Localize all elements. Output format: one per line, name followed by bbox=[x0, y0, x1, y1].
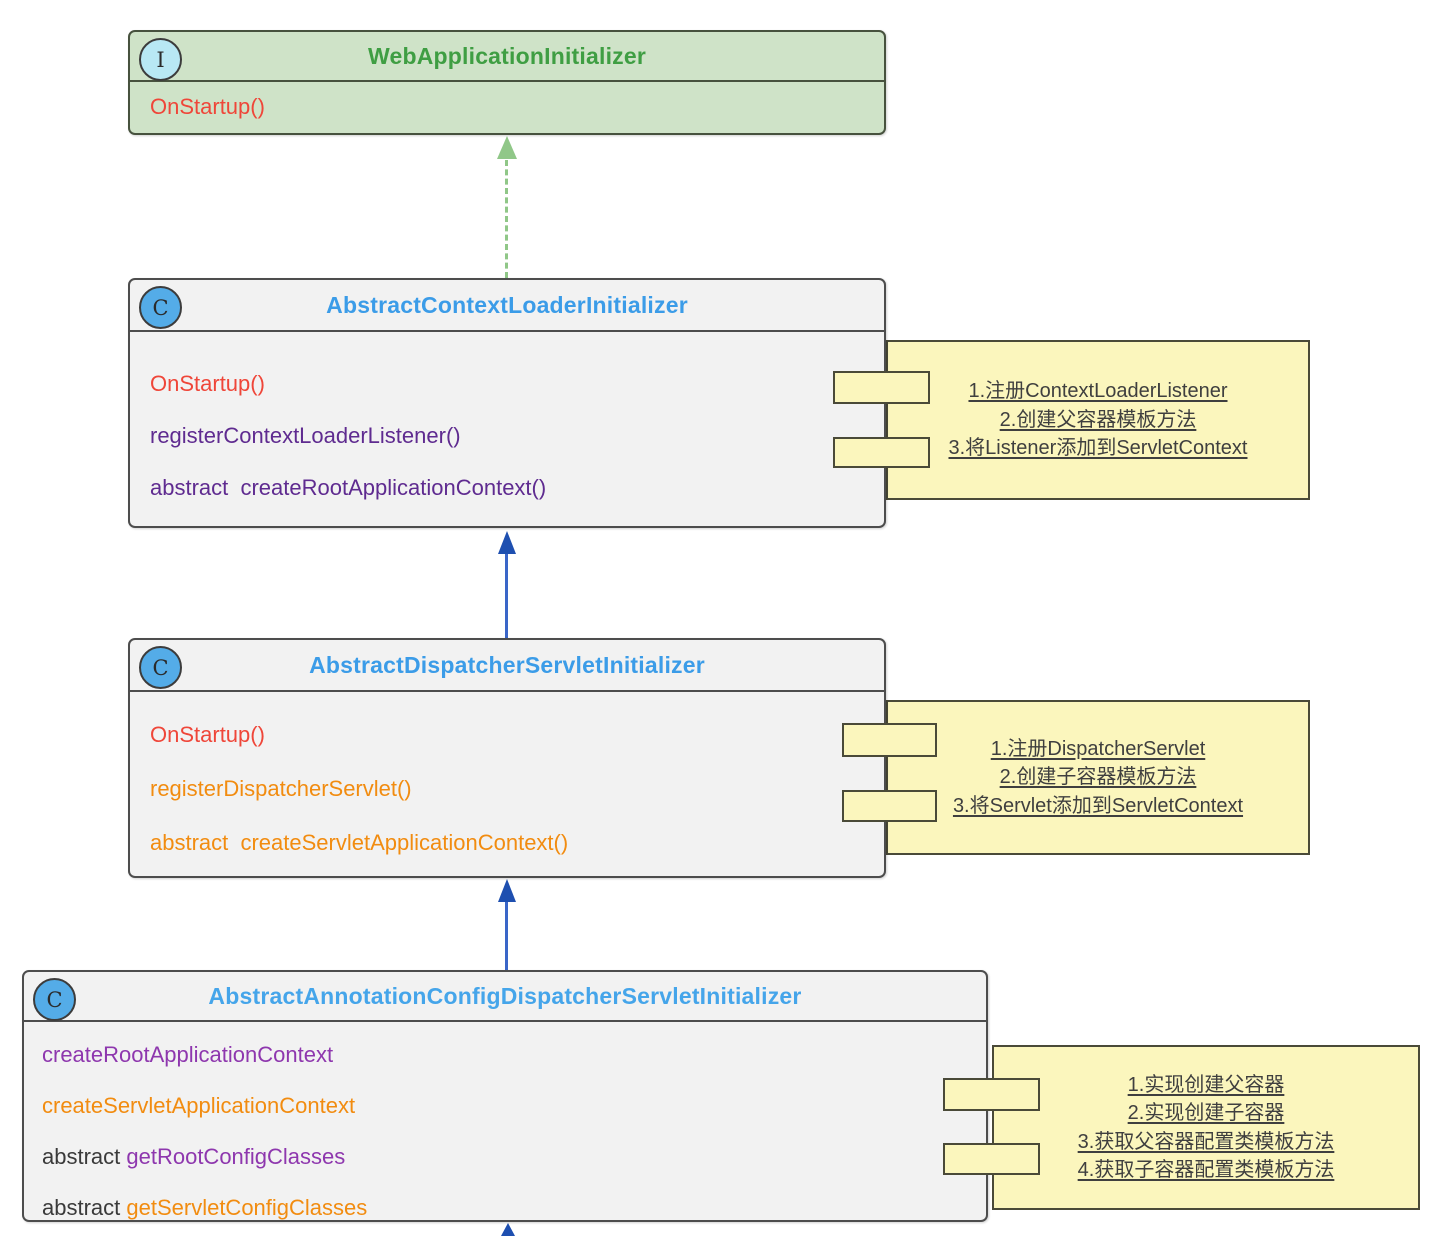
note-connector[interactable] bbox=[943, 1143, 1040, 1175]
method-list: OnStartup() registerDispatcherServlet() … bbox=[130, 692, 884, 870]
note-line: 3.获取父容器配置类模板方法 bbox=[1077, 1130, 1335, 1153]
method-text: OnStartup() bbox=[150, 722, 265, 747]
extends-arrowhead-bottom-partial bbox=[501, 1223, 515, 1236]
class-titlebar: C AbstractAnnotationConfigDispatcherServ… bbox=[24, 972, 986, 1022]
note-connector[interactable] bbox=[833, 371, 930, 404]
note-line: 2.创建子容器模板方法 bbox=[999, 766, 1197, 789]
class-box-abstract-context-loader-initializer[interactable]: C AbstractContextLoaderInitializer OnSta… bbox=[128, 278, 886, 528]
note-annotation-config[interactable]: 1.实现创建父容器 2.实现创建子容器 3.获取父容器配置类模板方法 4.获取子… bbox=[992, 1045, 1420, 1210]
method-text: getRootConfigClasses bbox=[126, 1143, 346, 1169]
extends-arrowhead-1 bbox=[498, 531, 516, 554]
method-item: createServletApplicationContext bbox=[42, 1080, 986, 1131]
method-item: abstract createRootApplicationContext() bbox=[150, 462, 884, 514]
method-item: OnStartup() bbox=[150, 82, 884, 132]
note-line: 2.实现创建子容器 bbox=[1127, 1102, 1285, 1124]
method-keyword: abstract bbox=[42, 1143, 127, 1169]
method-item: abstract getServletConfigClasses bbox=[42, 1182, 986, 1233]
class-titlebar: I WebApplicationInitializer bbox=[130, 32, 884, 82]
class-box-abstract-annotation-config-dispatcher-servlet-initializer[interactable]: C AbstractAnnotationConfigDispatcherServ… bbox=[22, 970, 988, 1222]
implements-arrow-line[interactable] bbox=[505, 160, 508, 278]
note-line: 1.注册ContextLoaderListener bbox=[968, 380, 1228, 403]
class-titlebar: C AbstractContextLoaderInitializer bbox=[130, 280, 884, 332]
note-line: 2.创建父容器模板方法 bbox=[999, 408, 1197, 431]
class-badge-icon: C bbox=[139, 646, 182, 689]
extends-arrow-line-2[interactable] bbox=[505, 902, 508, 970]
method-list: OnStartup() bbox=[130, 82, 884, 132]
method-text: registerContextLoaderListener() bbox=[150, 423, 461, 448]
note-line: 1.注册DispatcherServlet bbox=[990, 737, 1206, 760]
note-context-loader[interactable]: 1.注册ContextLoaderListener 2.创建父容器模板方法 3.… bbox=[886, 340, 1310, 500]
method-text: abstract createRootApplicationContext() bbox=[150, 475, 547, 500]
class-badge-icon: C bbox=[139, 286, 182, 329]
note-connector[interactable] bbox=[943, 1078, 1040, 1111]
method-text: registerDispatcherServlet() bbox=[150, 776, 412, 801]
class-titlebar: C AbstractDispatcherServletInitializer bbox=[130, 640, 884, 692]
class-title: AbstractAnnotationConfigDispatcherServle… bbox=[208, 982, 802, 1009]
method-item: abstract getRootConfigClasses bbox=[42, 1131, 986, 1182]
class-box-abstract-dispatcher-servlet-initializer[interactable]: C AbstractDispatcherServletInitializer O… bbox=[128, 638, 886, 878]
extends-arrow-line-1[interactable] bbox=[505, 554, 508, 638]
method-list: createRootApplicationContext createServl… bbox=[24, 1022, 986, 1233]
method-text: OnStartup() bbox=[150, 94, 265, 119]
note-line: 1.实现创建父容器 bbox=[1127, 1073, 1285, 1096]
method-keyword: abstract bbox=[42, 1194, 127, 1220]
class-title: AbstractDispatcherServletInitializer bbox=[309, 651, 705, 678]
method-text: createRootApplicationContext bbox=[42, 1041, 334, 1067]
method-item: registerDispatcherServlet() bbox=[150, 762, 884, 816]
class-title: AbstractContextLoaderInitializer bbox=[326, 291, 688, 318]
method-list: OnStartup() registerContextLoaderListene… bbox=[130, 332, 884, 514]
note-line: 3.将Listener添加到ServletContext bbox=[948, 437, 1248, 460]
class-box-web-application-initializer[interactable]: I WebApplicationInitializer OnStartup() bbox=[128, 30, 886, 135]
implements-arrowhead bbox=[497, 136, 517, 159]
extends-arrowhead-2 bbox=[498, 879, 516, 902]
method-item: createRootApplicationContext bbox=[42, 1029, 986, 1080]
note-connector[interactable] bbox=[833, 437, 930, 468]
method-item: OnStartup() bbox=[150, 708, 884, 762]
method-text: getServletConfigClasses bbox=[126, 1194, 368, 1220]
method-item: registerContextLoaderListener() bbox=[150, 410, 884, 462]
method-text: OnStartup() bbox=[150, 371, 265, 396]
method-item: abstract createServletApplicationContext… bbox=[150, 816, 884, 870]
note-connector[interactable] bbox=[842, 723, 937, 757]
note-connector[interactable] bbox=[842, 790, 937, 822]
note-line: 3.将Servlet添加到ServletContext bbox=[952, 794, 1244, 817]
method-item: OnStartup() bbox=[150, 358, 884, 410]
class-title: WebApplicationInitializer bbox=[367, 42, 647, 69]
interface-badge-icon: I bbox=[139, 38, 182, 81]
note-dispatcher-servlet[interactable]: 1.注册DispatcherServlet 2.创建子容器模板方法 3.将Ser… bbox=[886, 700, 1310, 855]
note-line: 4.获取子容器配置类模板方法 bbox=[1077, 1159, 1335, 1181]
method-text: abstract createServletApplicationContext… bbox=[150, 830, 569, 855]
class-badge-icon: C bbox=[33, 978, 76, 1021]
method-text: createServletApplicationContext bbox=[42, 1092, 356, 1118]
